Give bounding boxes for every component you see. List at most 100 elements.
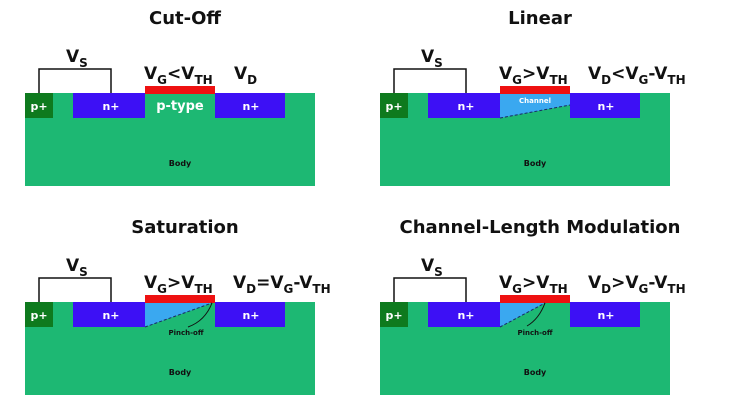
body-label: Body [169, 368, 192, 377]
vd-label-part: D [247, 73, 257, 87]
panel-title: Cut-Off [149, 8, 221, 29]
vg-label-part: TH [194, 73, 212, 87]
vg-label-part: V [499, 273, 513, 293]
drain-region [215, 93, 285, 118]
source-bracket-wire [393, 277, 467, 302]
vg-label-part: V [144, 64, 158, 84]
gate-electrode [145, 295, 215, 303]
vs-label: VS [66, 47, 88, 70]
vd-label-part: V [234, 64, 248, 84]
vs-label-part: S [434, 265, 443, 279]
p-plus-region [25, 302, 53, 327]
vg-label-part: TH [194, 282, 212, 296]
vd-label: VD<VG-VTH [588, 64, 686, 87]
vg-label: VG>VTH [499, 273, 568, 296]
vd-label-part: G [284, 282, 294, 296]
vg-label-part: TH [549, 282, 567, 296]
source-bracket-wire [38, 277, 112, 302]
vg-label-part: >V [522, 273, 550, 293]
channel-boundary [144, 302, 213, 328]
vg-label-part: V [144, 273, 158, 293]
channel-region [500, 94, 570, 118]
vd-label-part: V [233, 273, 247, 293]
p-plus-label: p+ [30, 309, 47, 322]
vd-label-part: V [588, 273, 602, 293]
vs-label: VS [66, 256, 88, 279]
vg-label: VG<VTH [144, 64, 213, 87]
vg-label: VG>VTH [144, 273, 213, 296]
pinch-off-pointer [526, 302, 546, 327]
vs-label: VS [421, 256, 443, 279]
source-region [428, 302, 500, 327]
vs-label: VS [421, 47, 443, 70]
p-plus-label: p+ [385, 309, 402, 322]
vg-label-part: <V [167, 64, 195, 84]
vs-label-part: S [434, 56, 443, 70]
vs-label-part: S [79, 56, 88, 70]
panel-title: Linear [508, 8, 572, 29]
channel-boundary [499, 302, 546, 328]
source-label: n+ [457, 309, 474, 322]
drain-region [570, 93, 640, 118]
p-type-label: p-type [156, 99, 204, 114]
vg-label-part: G [512, 73, 522, 87]
drain-label: n+ [597, 309, 614, 322]
vg-label-part: >V [522, 64, 550, 84]
vd-label-part: >V [611, 273, 639, 293]
vd-label-part: D [601, 282, 611, 296]
channel-label: Channel [519, 97, 551, 105]
source-label: n+ [102, 100, 119, 113]
drain-label: n+ [242, 309, 259, 322]
vd-label-part: <V [611, 64, 639, 84]
drain-label: n+ [242, 100, 259, 113]
source-label: n+ [457, 100, 474, 113]
p-plus-region [380, 302, 408, 327]
drain-label: n+ [597, 100, 614, 113]
p-plus-region [25, 93, 53, 118]
source-bracket-wire [393, 68, 467, 93]
vs-label-part: V [421, 256, 435, 276]
vd-label: VD>VG-VTH [588, 273, 686, 296]
drain-region [570, 302, 640, 327]
vd-label-part: -V [648, 64, 668, 84]
vg-label-part: TH [549, 73, 567, 87]
panel-title: Channel-Length Modulation [400, 217, 681, 238]
vg-label: VG>VTH [499, 64, 568, 87]
body-label: Body [524, 368, 547, 377]
drain-region [215, 302, 285, 327]
pinch-off-label: Pinch-off [168, 329, 203, 337]
p-plus-label: p+ [385, 100, 402, 113]
gate-electrode [500, 295, 570, 303]
body-label: Body [524, 159, 547, 168]
pinch-off-label: Pinch-off [517, 329, 552, 337]
vg-label-part: G [157, 73, 167, 87]
vg-label-part: G [157, 282, 167, 296]
source-bracket-wire [38, 68, 112, 93]
vd-label-part: -V [648, 273, 668, 293]
vd-label-part: -V [293, 273, 313, 293]
vd-label-part: D [246, 282, 256, 296]
vd-label-part: G [639, 282, 649, 296]
gate-electrode [500, 86, 570, 94]
gate-electrode [145, 86, 215, 94]
body-label: Body [169, 159, 192, 168]
source-region [73, 302, 145, 327]
vg-label-part: V [499, 64, 513, 84]
channel-boundary [499, 104, 571, 119]
vd-label-part: TH [667, 73, 685, 87]
source-region [73, 93, 145, 118]
vd-label-part: TH [312, 282, 330, 296]
vd-label: VD=VG-VTH [233, 273, 331, 296]
source-label: n+ [102, 309, 119, 322]
vs-label-part: V [421, 47, 435, 67]
p-plus-region [380, 93, 408, 118]
source-region [428, 93, 500, 118]
vg-label-part: >V [167, 273, 195, 293]
vd-label-part: TH [667, 282, 685, 296]
vd-label-part: D [601, 73, 611, 87]
